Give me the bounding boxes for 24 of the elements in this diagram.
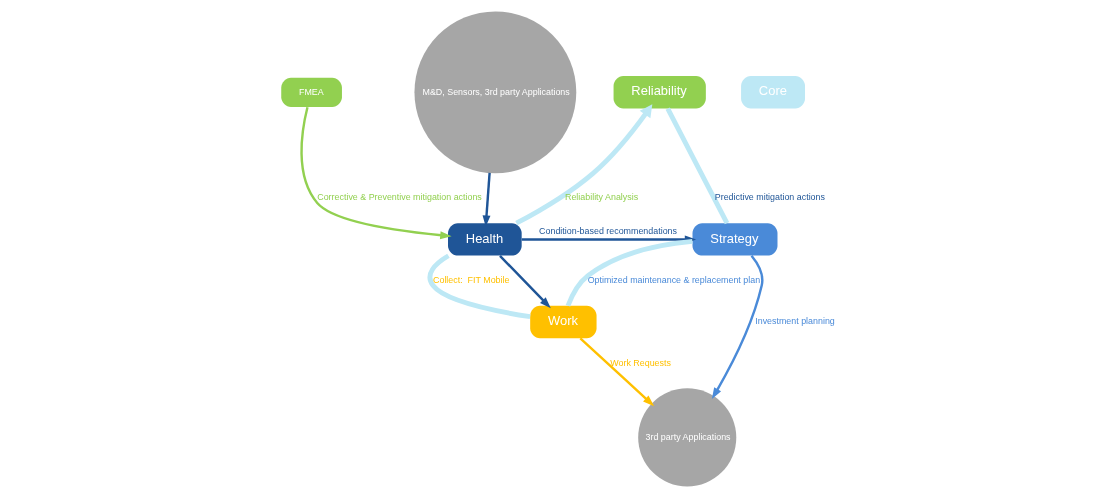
arrow [579,337,655,407]
node-box: FMEA [281,77,342,107]
edge-label: Condition-based recommendations [539,226,677,237]
node-box: Strategy [692,223,778,256]
edge-label: Work Requests [610,357,671,368]
connector [665,107,730,225]
connector [427,253,531,320]
node-circle: M&D, Sensors, 3rd party Applications [414,11,577,174]
arrow [300,106,452,240]
arrow [482,172,491,227]
edge-label: Investment planning [755,316,835,327]
node-box: Reliability [613,76,706,109]
arrow [711,255,764,400]
node-box: Core [741,76,805,109]
node-box: Work [530,305,597,339]
edge-label: Reliability Analysis [564,192,639,203]
connector [565,239,693,307]
edge-label: Corrective & Preventive mitigation actions [317,192,482,203]
edge-label: Collect: FIT Mobile [433,274,510,285]
arrow [515,104,653,226]
arrow [499,255,551,309]
node-box: Health [448,223,522,256]
edge-label: Predictive mitigation actions [714,192,825,203]
edge-label: Optimized maintenance & replacement plan [587,274,761,285]
